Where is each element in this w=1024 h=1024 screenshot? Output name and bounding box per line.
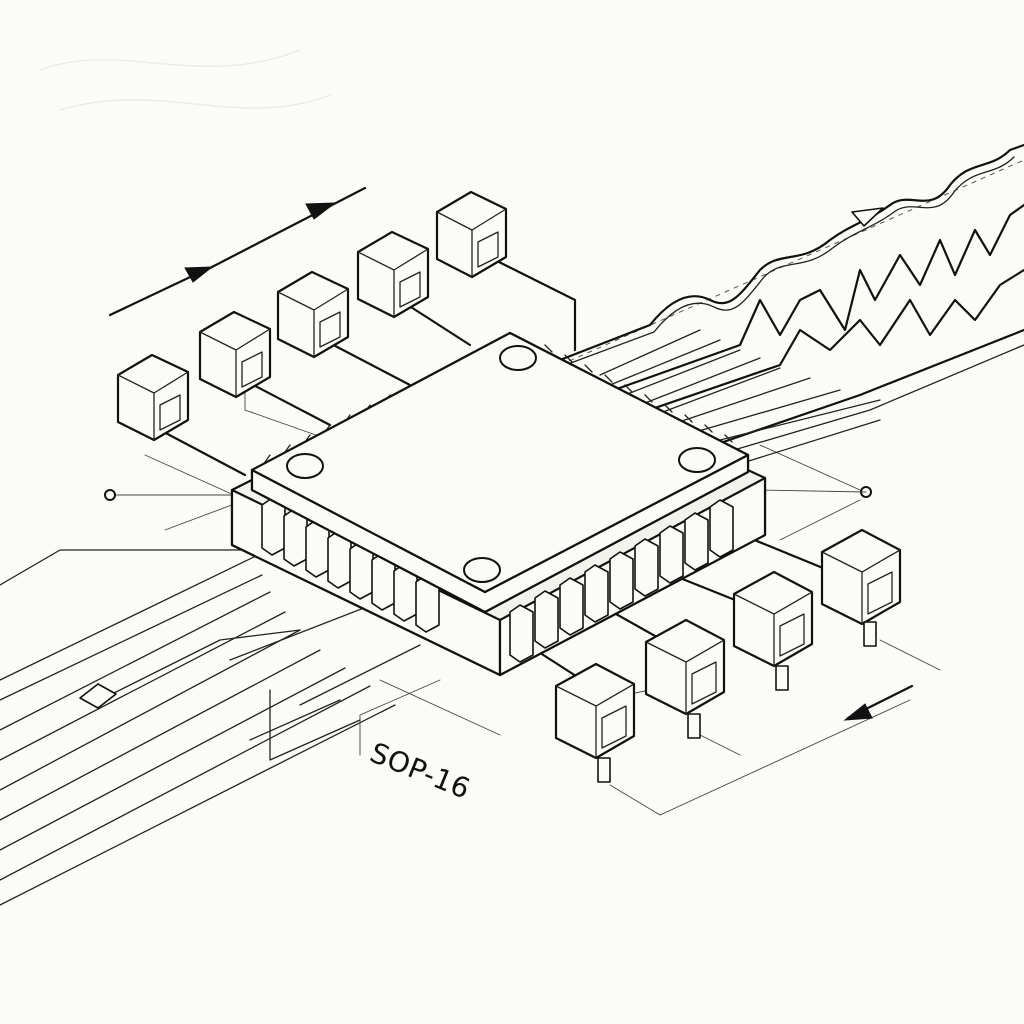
dimension-lines [104,159,1024,816]
package-label: SOP-16 [365,736,475,806]
signal-waveforms [558,143,1024,471]
mount-hole-right [678,447,716,473]
component-cube-7 [644,618,726,739]
terminal-dot-icon [104,489,116,501]
component-cube-2 [198,310,272,399]
left-bus-lines [0,549,421,906]
component-cube-4 [356,230,430,319]
mount-hole-bottom [463,557,501,583]
pins-right [509,499,734,663]
mount-hole-left [286,453,324,479]
return-flow-arrow [843,684,914,721]
diamond-marker-icon [79,683,117,709]
background-sketch [39,49,331,111]
component-cube-8 [732,570,814,691]
input-flow-arrows [108,186,367,317]
component-cube-5 [435,190,508,279]
component-cube-3 [276,270,350,359]
mount-hole-top [499,345,537,371]
component-cube-1 [116,353,190,442]
right-bus-lines [599,329,881,446]
ic-chip [230,331,767,677]
component-cube-6 [554,662,636,783]
pins-left [261,497,440,633]
waveform-arrow-icon [851,207,884,227]
top-component-cubes [116,190,508,442]
bottom-component-cubes [554,528,902,783]
component-cube-9 [820,528,902,647]
